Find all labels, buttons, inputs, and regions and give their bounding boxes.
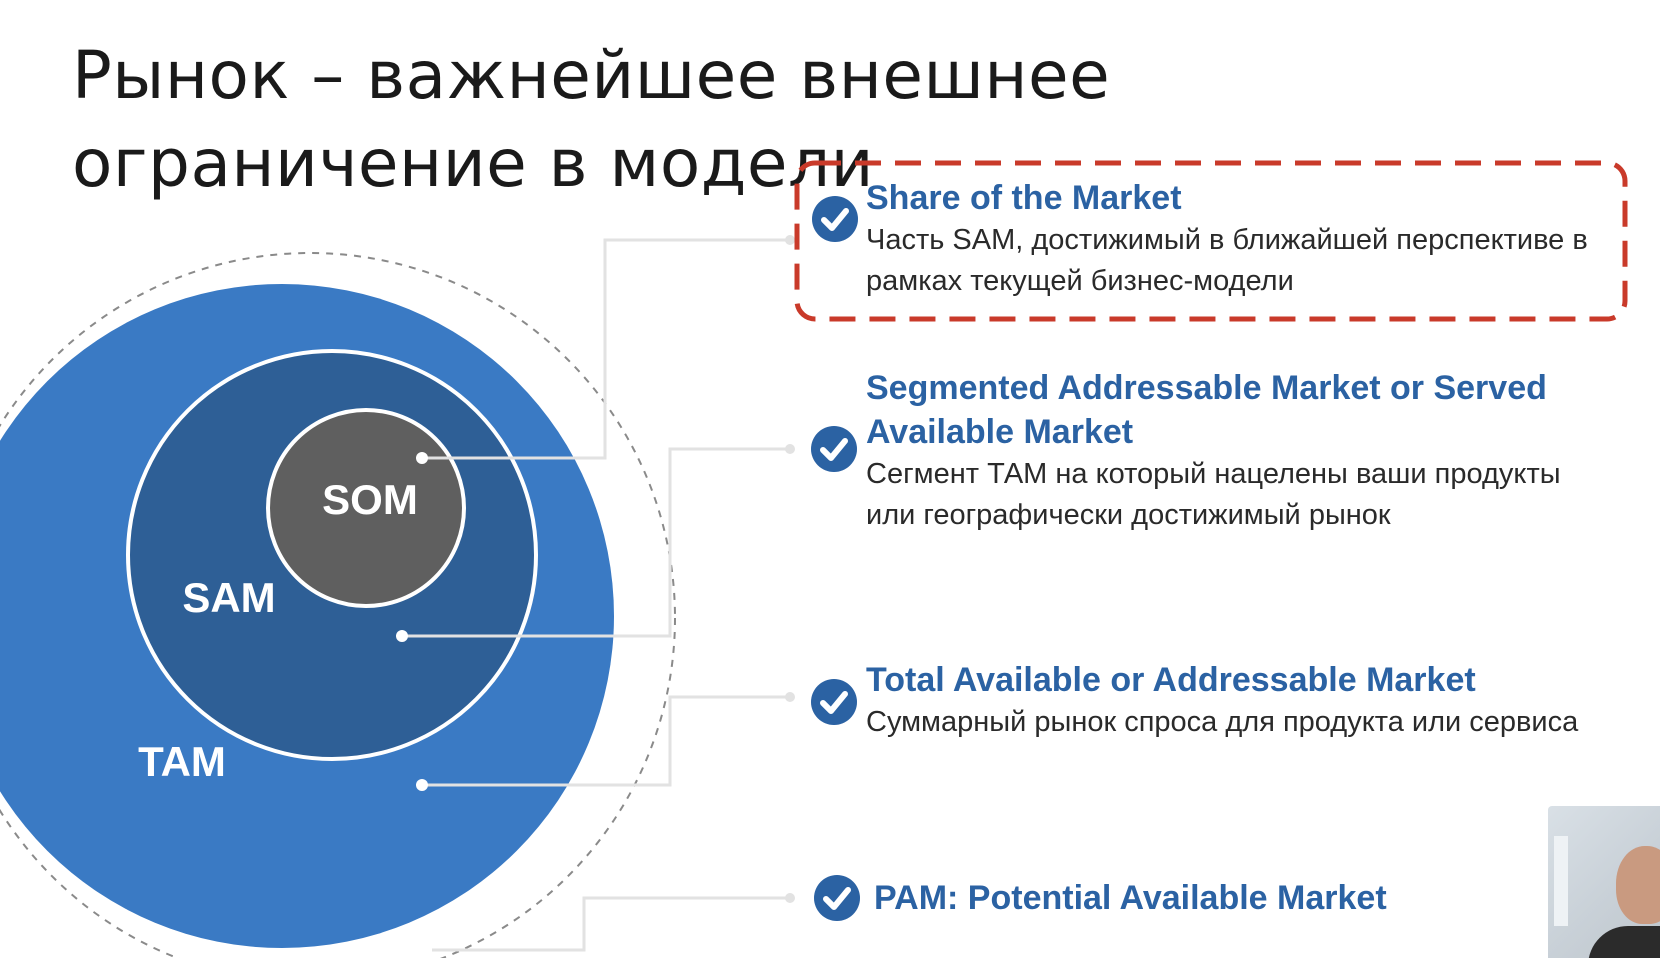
item-description: Суммарный рынок спроса для продукта или … [866,706,1579,738]
item-heading: Share of the Market [866,179,1182,217]
slide-title: Рынок – важнейшее внешнее ограничение в … [72,37,1111,202]
presenter-head [1616,846,1660,924]
tam-label: TAM [138,738,226,785]
item-description: Часть SAM, достижимый в ближайшей перспе… [866,224,1588,297]
connector-end-sam [785,444,795,454]
connector-dot-tam [416,779,428,791]
presenter-body [1588,926,1660,958]
connector-end-pam [785,893,795,903]
connector-pam [432,896,790,952]
connector-end-som [785,235,795,245]
item-sam: Segmented Addressable Market or Served A… [866,366,1586,536]
check-circle-icon [814,875,860,921]
item-description: Сегмент ТАМ на который нацелены ваши про… [866,458,1561,531]
item-share-of-market: Share of the Market Часть SAM, достижимы… [866,176,1626,302]
item-heading: Segmented Addressable Market or Served A… [866,369,1547,451]
connector-sam [402,447,790,638]
webcam-background [1554,836,1568,926]
highlight-box [794,160,1628,322]
item-tam: Total Available or Addressable Market Су… [866,658,1586,743]
item-pam: PAM: Potential Available Market [874,876,1574,920]
webcam-overlay [1548,806,1660,958]
connector-end-tam [785,692,795,702]
connector-som [422,238,790,460]
som-circle [266,408,466,608]
sam-label: SAM [182,574,275,621]
check-circle-icon [811,679,857,725]
pam-circle [0,252,676,958]
item-heading: PAM: Potential Available Market [874,879,1387,917]
check-circle-icon [811,426,857,472]
connector-dot-sam [396,630,408,642]
connector-dot-som [416,452,428,464]
item-heading: Total Available or Addressable Market [866,661,1476,699]
som-label: SOM [322,476,418,523]
check-circle-icon [812,196,858,242]
connector-tam [422,695,790,787]
